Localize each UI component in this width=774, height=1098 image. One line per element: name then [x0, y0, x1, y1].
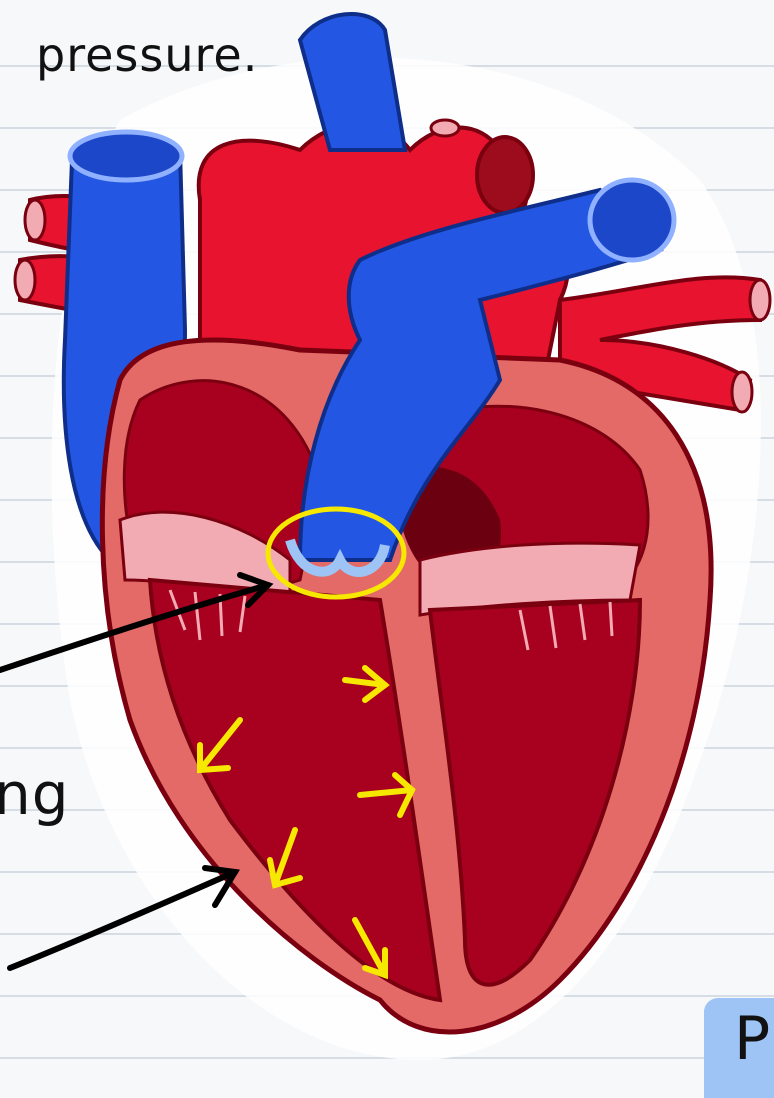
- vessel-opening-right-bottom: [732, 372, 752, 412]
- vessel-opening-left-bottom: [15, 260, 35, 300]
- side-fragment: ng: [0, 760, 70, 828]
- vessel-opening-top-2: [431, 120, 459, 136]
- corner-fragment: P: [734, 1004, 771, 1074]
- vessel-opening-right-top: [750, 280, 770, 320]
- title-fragment: pressure.: [36, 28, 258, 82]
- aorta-opening: [477, 137, 533, 213]
- vessel-opening-left-top: [25, 200, 45, 240]
- corner-note: P: [704, 998, 774, 1098]
